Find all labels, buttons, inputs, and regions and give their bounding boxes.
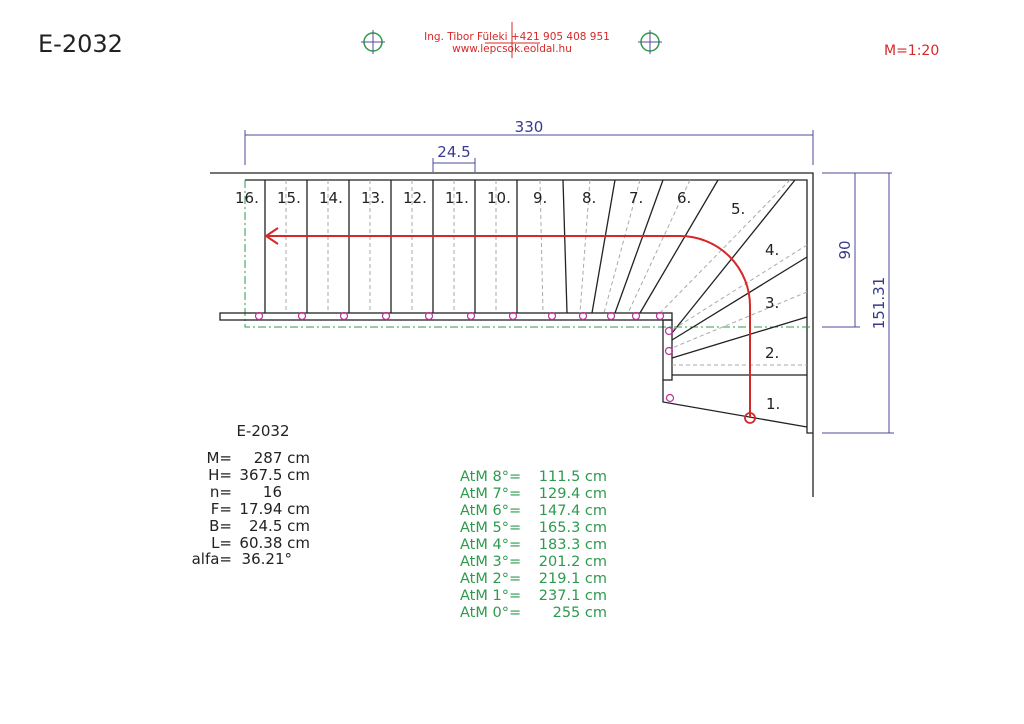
svg-text:151.31: 151.31 bbox=[870, 277, 888, 330]
svg-text:6.: 6. bbox=[677, 189, 691, 207]
svg-text:147.4 cm: 147.4 cm bbox=[539, 503, 607, 519]
svg-text:15.: 15. bbox=[277, 189, 301, 207]
svg-text:90: 90 bbox=[836, 240, 854, 259]
svg-text:16.: 16. bbox=[235, 189, 259, 207]
start-circle-icon bbox=[744, 412, 756, 424]
svg-text:5.: 5. bbox=[731, 200, 745, 218]
svg-text:2.: 2. bbox=[765, 344, 779, 362]
tread-lines bbox=[264, 179, 808, 428]
svg-text:AtM 0°=: AtM 0°= bbox=[460, 605, 521, 621]
svg-text:219.1 cm: 219.1 cm bbox=[539, 571, 607, 587]
scale-label: M=1:20 bbox=[884, 43, 939, 59]
svg-text:183.3 cm: 183.3 cm bbox=[539, 537, 607, 553]
svg-text:10.: 10. bbox=[487, 189, 511, 207]
svg-text:AtM 8°=: AtM 8°= bbox=[460, 469, 521, 485]
svg-text:8.: 8. bbox=[582, 189, 596, 207]
website-link: www.lepcsok.eoldal.hu bbox=[452, 43, 572, 55]
dimension-landing-depth: 90 bbox=[822, 172, 892, 328]
svg-text:n=: n= bbox=[210, 483, 232, 501]
walking-line bbox=[264, 227, 756, 424]
svg-text:L=: L= bbox=[211, 534, 232, 552]
drawing-id: E-2032 bbox=[38, 30, 123, 58]
svg-text:129.4 cm: 129.4 cm bbox=[539, 486, 607, 502]
dimension-total-width: 330 bbox=[244, 118, 814, 165]
svg-text:AtM 2°=: AtM 2°= bbox=[460, 571, 521, 587]
svg-text:AtM 1°=: AtM 1°= bbox=[460, 588, 521, 604]
svg-text:367.5 cm: 367.5 cm bbox=[239, 466, 310, 484]
svg-text:287 cm: 287 cm bbox=[254, 449, 310, 467]
svg-text:M=: M= bbox=[206, 449, 232, 467]
svg-text:17.94 cm: 17.94 cm bbox=[239, 500, 310, 518]
svg-text:24.5: 24.5 bbox=[437, 143, 470, 161]
walls bbox=[210, 172, 814, 497]
baluster-markers bbox=[254, 311, 675, 403]
svg-text:AtM 7°=: AtM 7°= bbox=[460, 486, 521, 502]
svg-text:AtM 3°=: AtM 3°= bbox=[460, 554, 521, 570]
author-contact: Ing. Tibor Füleki +421 905 408 951 bbox=[424, 31, 610, 43]
axis-line bbox=[244, 180, 813, 328]
svg-text:9.: 9. bbox=[533, 189, 547, 207]
svg-text:237.1 cm: 237.1 cm bbox=[539, 588, 607, 604]
svg-text:16: 16 bbox=[263, 483, 282, 501]
svg-text:60.38 cm: 60.38 cm bbox=[239, 534, 310, 552]
svg-text:11.: 11. bbox=[445, 189, 469, 207]
svg-text:13.: 13. bbox=[361, 189, 385, 207]
svg-text:B=: B= bbox=[209, 517, 232, 535]
svg-text:111.5 cm: 111.5 cm bbox=[539, 469, 607, 485]
svg-text:201.2 cm: 201.2 cm bbox=[539, 554, 607, 570]
svg-text:255 cm: 255 cm bbox=[553, 605, 607, 621]
svg-text:AtM 6°=: AtM 6°= bbox=[460, 503, 521, 519]
stringer bbox=[219, 312, 673, 381]
dimension-tread-width: 24.5 bbox=[432, 143, 476, 172]
svg-text:alfa=: alfa= bbox=[192, 550, 232, 568]
atm-table: AtM 8°= 111.5 cm AtM 7°= 129.4 cm AtM 6°= 1… bbox=[460, 469, 607, 621]
svg-text:3.: 3. bbox=[765, 294, 779, 312]
step-labels: 1. 2. 3. 4. 5. 6. 7. 8. 9. 10. 11. 12. 1… bbox=[235, 189, 780, 413]
svg-text:AtM 4°=: AtM 4°= bbox=[460, 537, 521, 553]
svg-text:F=: F= bbox=[211, 500, 232, 518]
svg-text:1.: 1. bbox=[766, 395, 780, 413]
specs-table: M= 287 cm H= 367.5 cm n= 16 F= 17.94 cm B= 24… bbox=[192, 449, 310, 568]
svg-text:4.: 4. bbox=[765, 241, 779, 259]
svg-text:330: 330 bbox=[515, 118, 544, 136]
arrow-icon bbox=[264, 227, 279, 245]
svg-text:14.: 14. bbox=[319, 189, 343, 207]
svg-text:AtM 5°=: AtM 5°= bbox=[460, 520, 521, 536]
svg-text:H=: H= bbox=[208, 466, 232, 484]
dimension-total-depth: 151.31 bbox=[822, 173, 894, 434]
svg-text:12.: 12. bbox=[403, 189, 427, 207]
registration-mark-icon bbox=[361, 30, 385, 54]
svg-text:36.21°: 36.21° bbox=[242, 550, 292, 568]
registration-mark-icon bbox=[638, 30, 662, 54]
svg-text:24.5 cm: 24.5 cm bbox=[249, 517, 310, 535]
specs-title: E-2032 bbox=[236, 422, 289, 440]
svg-text:165.3 cm: 165.3 cm bbox=[539, 520, 607, 536]
svg-text:7.: 7. bbox=[629, 189, 643, 207]
